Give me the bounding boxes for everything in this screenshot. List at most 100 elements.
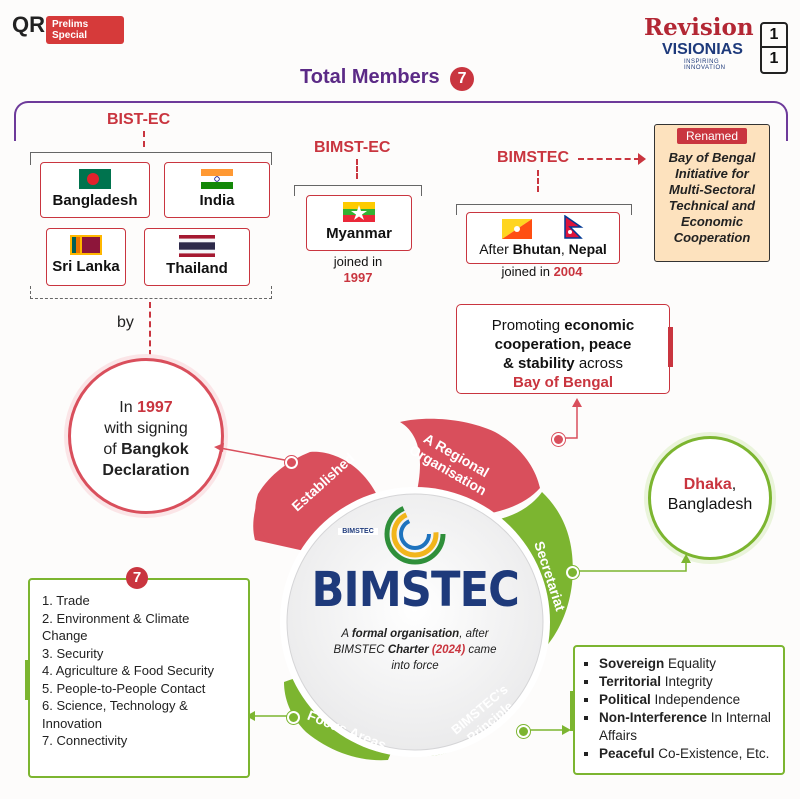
bimst-ec-label: BIMST-EC bbox=[314, 139, 391, 156]
revision-logo: Revision VISIONIAS INSPIRING INNOVATION bbox=[644, 14, 759, 74]
bist-ec-connector bbox=[143, 131, 145, 147]
principle-rest: Independence bbox=[650, 692, 741, 707]
with-signing: with signing bbox=[104, 420, 188, 437]
country-label: India bbox=[199, 192, 235, 209]
total-members-label: Total Members bbox=[300, 66, 440, 88]
country-label: Sri Lanka bbox=[52, 258, 120, 275]
logo-swirl-mid bbox=[391, 510, 439, 558]
country-myanmar: Myanmar bbox=[306, 195, 412, 251]
in-text: In bbox=[119, 399, 138, 416]
countries-bhutan-nepal: After Bhutan, Nepal bbox=[466, 212, 620, 264]
secretariat-country: Bangladesh bbox=[667, 496, 753, 513]
established-year: 1997 bbox=[137, 399, 173, 416]
brand-tagline: INSPIRING INNOVATION bbox=[684, 59, 726, 71]
country-label: Bangladesh bbox=[52, 192, 138, 209]
regional-box: Promoting economic cooperation, peace & … bbox=[456, 304, 673, 394]
principle-item: Sovereign Equality bbox=[599, 655, 777, 673]
focus-areas-accent bbox=[25, 660, 30, 700]
focus-areas-list: 1. Trade 2. Environment & Climate Change… bbox=[30, 580, 248, 750]
center-logo-text: BIMSTEC bbox=[338, 528, 378, 535]
regional-t3: across bbox=[574, 355, 624, 372]
focus-item: 1. Trade bbox=[42, 593, 90, 608]
prelims-special-badge: Prelims Special bbox=[46, 16, 124, 44]
sri-lanka-flag-icon bbox=[70, 235, 102, 255]
of-text: of bbox=[103, 441, 122, 458]
renamed-tag: Renamed bbox=[677, 128, 747, 144]
principle-arrowhead bbox=[562, 725, 571, 735]
focus-item: 5. People-to-People Contact bbox=[42, 680, 206, 696]
rename-arrowhead bbox=[638, 153, 646, 165]
focus-arrowhead bbox=[246, 711, 255, 721]
principles-accent bbox=[570, 691, 575, 731]
center-description: A formal organisation, after BIMSTEC Cha… bbox=[310, 626, 520, 674]
myanmar-flag-icon bbox=[343, 202, 375, 222]
visionias-brand: VISIONIAS bbox=[662, 41, 743, 58]
principle-bold: Political bbox=[599, 692, 651, 707]
focus-item: 2. Environment & Climate Change bbox=[42, 610, 190, 644]
qr-logo-text: QR bbox=[12, 12, 45, 37]
joined-text: joined in bbox=[501, 264, 554, 279]
principle-dot bbox=[517, 725, 530, 738]
joined-year: 1997 bbox=[343, 270, 373, 285]
nepal-flag-icon bbox=[564, 214, 584, 239]
joined-text: joined in bbox=[333, 254, 383, 269]
focus-item: 6. Science, Technology & Innovation bbox=[42, 698, 188, 731]
bhutan-flag-icon bbox=[502, 219, 533, 239]
desc-d: BIMSTEC bbox=[333, 644, 388, 656]
country-label: Thailand bbox=[166, 260, 228, 277]
desc-g: came bbox=[465, 644, 497, 656]
renamed-box: Renamed Bay of Bengal Initiative for Mul… bbox=[654, 124, 770, 262]
page-indicator: 1 1 bbox=[760, 22, 788, 74]
established-connector bbox=[219, 447, 291, 462]
bist-ec-label: BIST-EC bbox=[107, 111, 171, 128]
myanmar-joined: joined in 1997 bbox=[318, 254, 398, 286]
country-thailand: Thailand bbox=[144, 228, 250, 286]
bimst-ec-connector bbox=[356, 159, 358, 179]
principle-rest: Equality bbox=[664, 656, 717, 671]
secretariat-city: Dhaka bbox=[683, 476, 732, 493]
regional-text: Promoting economic cooperation, peace & … bbox=[457, 316, 669, 392]
center-title: BIMSTEC bbox=[311, 562, 520, 618]
regional-t4: Bay of Bengal bbox=[512, 374, 614, 391]
country-label: Myanmar bbox=[326, 225, 392, 242]
regional-t1: Promoting bbox=[491, 317, 565, 334]
bist-ec-down-connector bbox=[149, 302, 151, 356]
bist-ec-top-bracket bbox=[30, 152, 272, 165]
regional-t2b: cooperation, peace bbox=[494, 336, 632, 353]
desc-c: , after bbox=[459, 628, 489, 640]
total-members-bracket bbox=[14, 101, 788, 141]
bangladesh-flag-icon bbox=[79, 169, 111, 189]
logo-swirl-outer bbox=[384, 503, 446, 565]
regional-dot bbox=[552, 433, 565, 446]
total-members-title: Total Members 7 bbox=[300, 66, 475, 92]
regional-arrowhead bbox=[572, 398, 582, 407]
established-circle: In 1997 with signing of Bangkok Declarat… bbox=[68, 358, 224, 514]
page-bottom: 1 bbox=[769, 50, 779, 67]
bimst-ec-bracket bbox=[294, 185, 422, 196]
desc-b: formal organisation bbox=[351, 628, 460, 640]
desc-f: (2024) bbox=[428, 644, 466, 656]
revision-brand: Revision bbox=[644, 14, 754, 41]
desc-h: into force bbox=[391, 660, 439, 672]
bangkok-declaration: Bangkok Declaration bbox=[102, 441, 190, 479]
principles-list: Sovereign Equality Territorial Integrity… bbox=[575, 647, 783, 763]
focus-count-badge: 7 bbox=[126, 567, 148, 589]
established-text: In 1997 with signing of Bangkok Declarat… bbox=[71, 397, 221, 481]
principles-box: Sovereign Equality Territorial Integrity… bbox=[570, 645, 785, 775]
desc-e: Charter bbox=[387, 644, 429, 656]
joined-year: 2004 bbox=[553, 264, 583, 279]
principle-rest: Co-Existence, Etc. bbox=[654, 746, 770, 761]
page-top: 1 bbox=[762, 24, 786, 48]
focus-areas-box: 7 1. Trade 2. Environment & Climate Chan… bbox=[25, 567, 250, 778]
secretariat-arrowhead bbox=[681, 554, 691, 563]
central-flower bbox=[253, 418, 573, 761]
qr-logo: QR Prelims Special bbox=[12, 10, 124, 44]
secretariat-text: Dhaka, Bangladesh bbox=[651, 475, 769, 515]
secretariat-comma: , bbox=[731, 476, 737, 493]
by-label: by bbox=[117, 314, 134, 331]
country-bangladesh: Bangladesh bbox=[40, 162, 150, 218]
logo-swirl-inner bbox=[399, 518, 431, 550]
principle-bold: Non-Interference bbox=[599, 710, 708, 725]
country-india: India bbox=[164, 162, 270, 218]
